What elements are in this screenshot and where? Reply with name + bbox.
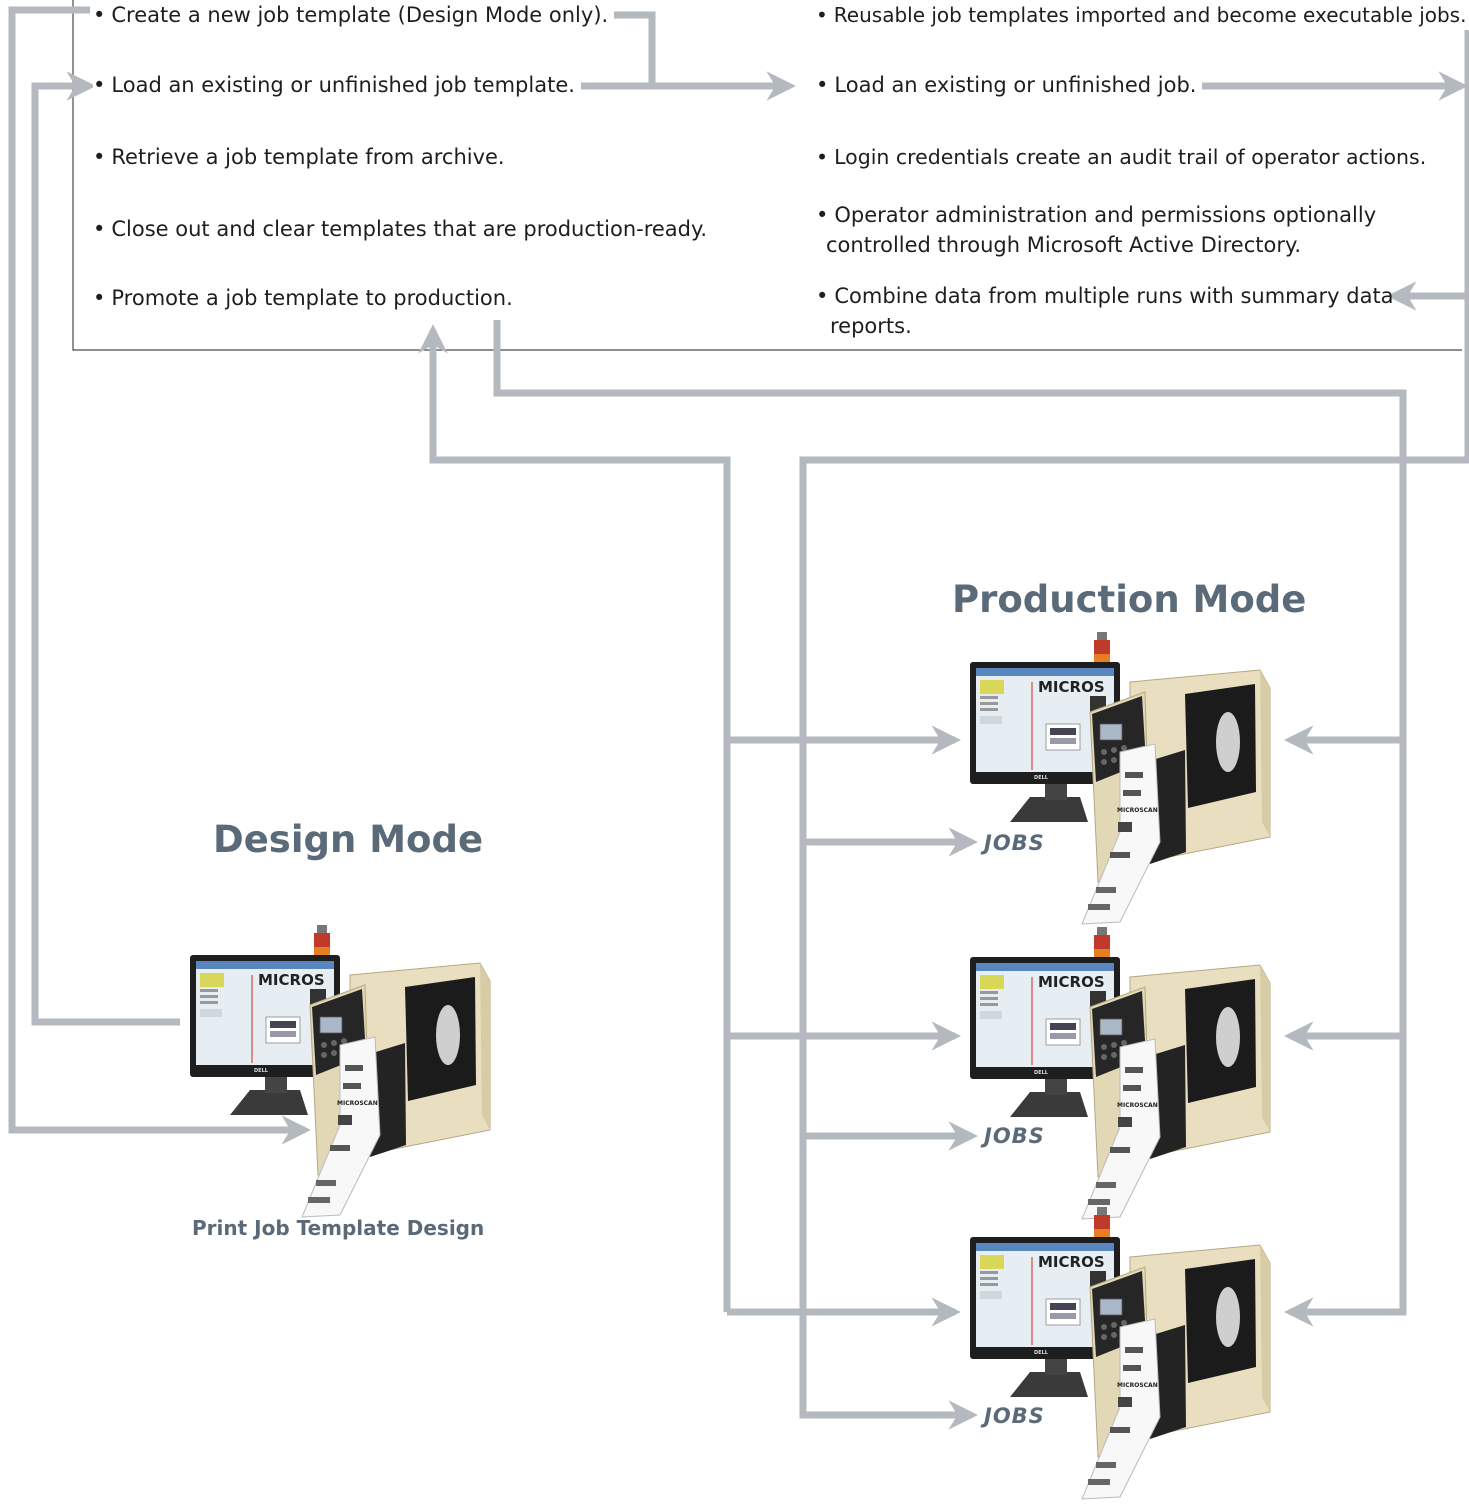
bullet-dot: • bbox=[816, 284, 829, 308]
feature-text: Load an existing or unfinished job. bbox=[834, 73, 1197, 97]
bullet-dot: • bbox=[93, 217, 106, 241]
right-edge-loop bbox=[799, 30, 1469, 1430]
design-outer-loop bbox=[8, 6, 311, 1145]
bullet-dot: • bbox=[816, 73, 829, 97]
monitor-brand: DELL bbox=[1034, 775, 1049, 781]
production-feature-item: •Reusable job templates imported and bec… bbox=[816, 0, 1467, 30]
monitor-brand: DELL bbox=[1034, 1350, 1049, 1356]
jobs-label: JOBS bbox=[984, 1404, 1045, 1428]
bullet-dot: • bbox=[93, 145, 106, 169]
workstation-illustration: MICROS DELL MICROSCAN bbox=[970, 632, 1271, 925]
workstation-illustration: MICROS DELL MICROSCAN bbox=[970, 927, 1271, 1220]
design-feature-item: •Create a new job template (Design Mode … bbox=[93, 0, 615, 30]
design-mode-title: Design Mode bbox=[213, 818, 484, 861]
feature-text: Promote a job template to production. bbox=[111, 286, 513, 310]
monitor-brand: DELL bbox=[1034, 1070, 1049, 1076]
workstation-illustration: MICROS DELL MICROSCAN bbox=[190, 925, 491, 1218]
production-workstation-1: MICROS DELL MICROSCAN bbox=[970, 632, 1280, 932]
feature-text: Reusable job templates imported and beco… bbox=[833, 3, 1467, 27]
workstation-illustration: MICROS DELL MICROSCAN bbox=[970, 1207, 1271, 1500]
production-mode-title: Production Mode bbox=[952, 578, 1307, 621]
bullet-dot: • bbox=[93, 73, 106, 97]
design-workstation: MICROS DELL MICROSCAN bbox=[190, 925, 500, 1225]
feature-text: Retrieve a job template from archive. bbox=[111, 145, 505, 169]
label-brand: MICROSCAN bbox=[1117, 1382, 1158, 1389]
design-feature-item: •Load an existing or unfinished job temp… bbox=[93, 70, 581, 100]
bullet-dot: • bbox=[816, 145, 829, 169]
jobs-label: JOBS bbox=[984, 831, 1045, 855]
label-brand: MICROSCAN bbox=[1117, 807, 1158, 814]
label-brand: MICROSCAN bbox=[1117, 1102, 1158, 1109]
production-feature-item: •Combine data from multiple runs with su… bbox=[816, 281, 1400, 341]
bullet-dot: • bbox=[816, 3, 828, 27]
feature-text: Combine data from multiple runs with sum… bbox=[834, 284, 1394, 308]
production-workstation-2: MICROS DELL MICROSCAN bbox=[970, 927, 1280, 1227]
jobs-label: JOBS bbox=[984, 1124, 1045, 1148]
production-workstation-3: MICROS DELL MICROSCAN bbox=[970, 1207, 1280, 1507]
feature-text: Close out and clear templates that are p… bbox=[111, 217, 708, 241]
create-to-load-connector bbox=[607, 11, 656, 86]
feature-text: Operator administration and permissions … bbox=[834, 203, 1377, 227]
feature-box-border bbox=[72, 0, 1462, 351]
bullet-dot: • bbox=[816, 203, 829, 227]
bullet-dot: • bbox=[93, 286, 106, 310]
production-feature-item: •Operator administration and permissions… bbox=[816, 200, 1383, 260]
monitor-brand: DELL bbox=[254, 1068, 269, 1074]
promote-loop bbox=[418, 324, 731, 1312]
feature-text: Create a new job template (Design Mode o… bbox=[111, 3, 609, 27]
production-feature-item: •Load an existing or unfinished job. bbox=[816, 70, 1203, 100]
flow-connectors bbox=[8, 0, 1469, 1430]
label-brand: MICROSCAN bbox=[337, 1100, 378, 1107]
screen-brand: MICROS bbox=[1038, 973, 1105, 991]
production-feature-item: •Login credentials create an audit trail… bbox=[816, 142, 1433, 172]
feature-text: Load an existing or unfinished job templ… bbox=[111, 73, 575, 97]
design-feature-item: •Close out and clear templates that are … bbox=[93, 214, 714, 244]
bullet-dot: • bbox=[93, 3, 106, 27]
design-inner-loop bbox=[31, 71, 180, 1026]
screen-brand: MICROS bbox=[1038, 678, 1105, 696]
promote-to-production bbox=[493, 320, 1407, 1327]
feature-text-continued: reports. bbox=[830, 314, 912, 338]
screen-brand: MICROS bbox=[1038, 1253, 1105, 1271]
design-feature-item: •Promote a job template to production. bbox=[93, 283, 519, 313]
design-feature-item: •Retrieve a job template from archive. bbox=[93, 142, 511, 172]
screen-brand: MICROS bbox=[258, 971, 325, 989]
feature-text-continued: controlled through Microsoft Active Dire… bbox=[826, 233, 1302, 257]
feature-text: Login credentials create an audit trail … bbox=[834, 145, 1427, 169]
design-station-caption: Print Job Template Design bbox=[192, 1216, 485, 1240]
